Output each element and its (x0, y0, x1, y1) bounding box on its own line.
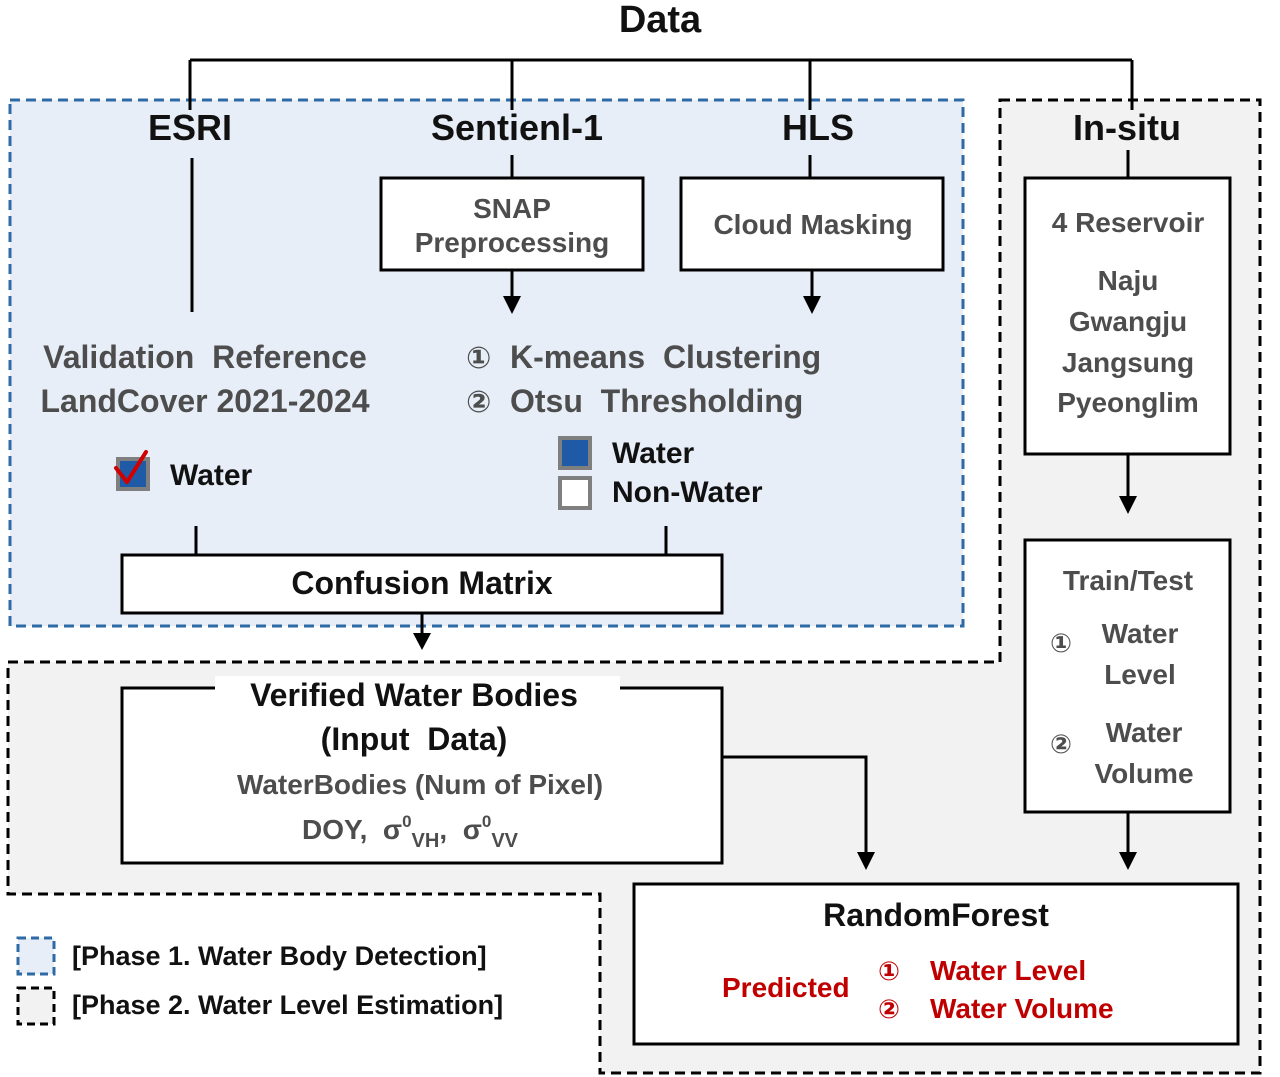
train-item-2-number: ② (1050, 729, 1072, 759)
sigma-vh-superscript: 0 (402, 812, 411, 831)
reservoir-box (1023, 176, 1232, 456)
snap-label: SNAP (473, 193, 551, 224)
reservoir-jangsung: Jangsung (1062, 347, 1194, 378)
sigma-vv-subscript: VV (491, 830, 518, 852)
reservoir-gwangju: Gwangju (1069, 306, 1187, 337)
non-water-class-label: Non-Water (612, 476, 763, 509)
diagram-title: Data (619, 0, 702, 41)
predicted-label: Predicted (722, 972, 850, 1003)
prediction-1-label: Water Level (930, 955, 1086, 986)
verified-title: Verified Water Bodies (250, 677, 578, 713)
verified-title-backdrop (215, 676, 620, 702)
source-hls: HLS (782, 107, 854, 148)
reservoir-pyeonglim: Pyeonglim (1057, 387, 1199, 418)
data-tree-connectors (188, 58, 1134, 110)
train-test-box (1023, 538, 1232, 814)
method-2-label: Otsu Thresholding (510, 383, 803, 419)
water-swatch (558, 436, 592, 470)
reservoir-title: 4 Reservoir (1052, 207, 1205, 238)
method-1-number: ① (466, 342, 491, 375)
features-separator: , (439, 814, 462, 845)
train-item-1-number: ① (1050, 628, 1072, 658)
verified-water-bodies-box (120, 686, 724, 865)
phase2-legend-label: [Phase 2. Water Level Estimation] (72, 990, 503, 1020)
phase2-legend-swatch (16, 986, 56, 1026)
cloud-masking-box (679, 176, 945, 272)
features-label: DOY, σ0VH, σ0VV (302, 812, 519, 852)
doy-label: DOY, (302, 814, 383, 845)
random-forest-box (632, 882, 1240, 1046)
sigma-vh-subscript: VH (412, 830, 440, 852)
train-item-1-line1: Water (1102, 618, 1179, 649)
reservoir-to-train-arrowhead (1119, 496, 1137, 514)
snap-preprocessing-box (379, 176, 645, 272)
random-forest-title: RandomForest (823, 897, 1049, 933)
train-item-2-line1: Water (1106, 717, 1183, 748)
verified-to-randomforest-connector (722, 755, 868, 855)
verified-to-randomforest-arrowhead (857, 852, 875, 870)
source-insitu: In-situ (1073, 107, 1181, 148)
prediction-1-number: ① (878, 956, 900, 986)
esri-water-label: Water (170, 459, 253, 492)
prediction-2-label: Water Volume (930, 993, 1114, 1024)
method-2-number: ② (466, 386, 491, 419)
esri-water-checkbox (114, 450, 150, 491)
waterbodies-pixel-label: WaterBodies (Num of Pixel) (237, 769, 603, 800)
preprocessing-label: Preprocessing (415, 227, 610, 258)
sigma-vh-symbol: σ (383, 814, 402, 845)
checkmark-icon (114, 450, 148, 484)
method-1-label: K-means Clustering (510, 339, 821, 375)
reservoir-naju: Naju (1098, 265, 1159, 296)
non-water-swatch (558, 476, 592, 510)
sigma-vv-superscript: 0 (482, 812, 491, 831)
matrix-to-verified-arrowhead (413, 633, 431, 650)
confusion-matrix-label: Confusion Matrix (291, 565, 553, 601)
train-to-randomforest-arrowhead (1119, 852, 1137, 870)
landcover-years-label: LandCover 2021-2024 (40, 383, 369, 419)
train-test-title: Train/Test (1063, 565, 1193, 596)
prediction-2-number: ② (878, 994, 900, 1024)
validation-reference-label: Validation Reference (43, 339, 367, 375)
phase1-legend-label: [Phase 1. Water Body Detection] (72, 941, 487, 971)
water-class-label: Water (612, 437, 695, 470)
train-item-2-line2: Volume (1094, 758, 1193, 789)
source-esri: ESRI (148, 107, 232, 148)
phase1-legend-swatch (16, 936, 56, 976)
verified-subtitle: (Input Data) (321, 721, 508, 757)
source-sentinel1: Sentienl-1 (431, 107, 603, 148)
train-item-1-line2: Level (1104, 659, 1176, 690)
cloud-masking-label: Cloud Masking (713, 209, 912, 240)
preprocessing-arrows (503, 270, 821, 314)
sigma-vv-symbol: σ (463, 814, 482, 845)
